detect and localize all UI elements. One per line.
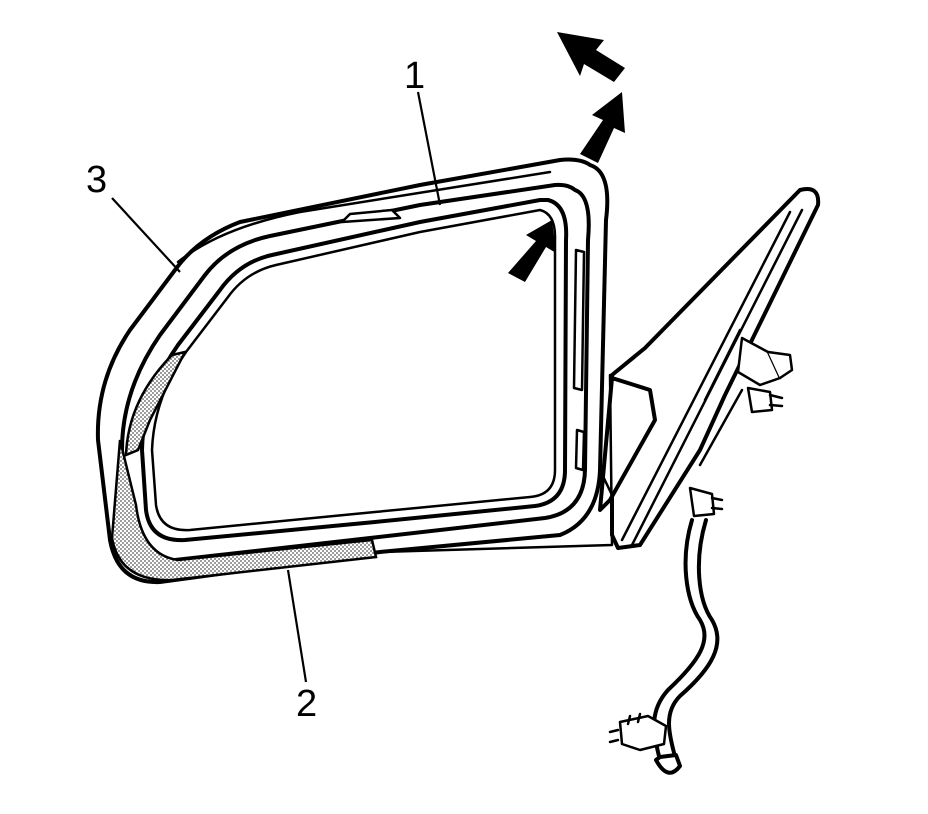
wire-harness bbox=[608, 518, 720, 775]
lower-strip bbox=[110, 350, 378, 582]
arrow-icon bbox=[580, 92, 625, 163]
mounting-bracket bbox=[598, 187, 821, 550]
leader-line-1 bbox=[416, 91, 442, 206]
callout-3: 3 bbox=[86, 159, 107, 201]
arrow-icon bbox=[508, 220, 556, 282]
mirror-glass bbox=[140, 198, 569, 543]
leader-line-3 bbox=[111, 197, 181, 273]
callout-1: 1 bbox=[404, 55, 425, 97]
leader-line-2 bbox=[286, 569, 308, 683]
arrow-icon bbox=[557, 32, 625, 82]
connector-icon bbox=[608, 712, 668, 752]
callout-2: 2 bbox=[296, 683, 317, 725]
